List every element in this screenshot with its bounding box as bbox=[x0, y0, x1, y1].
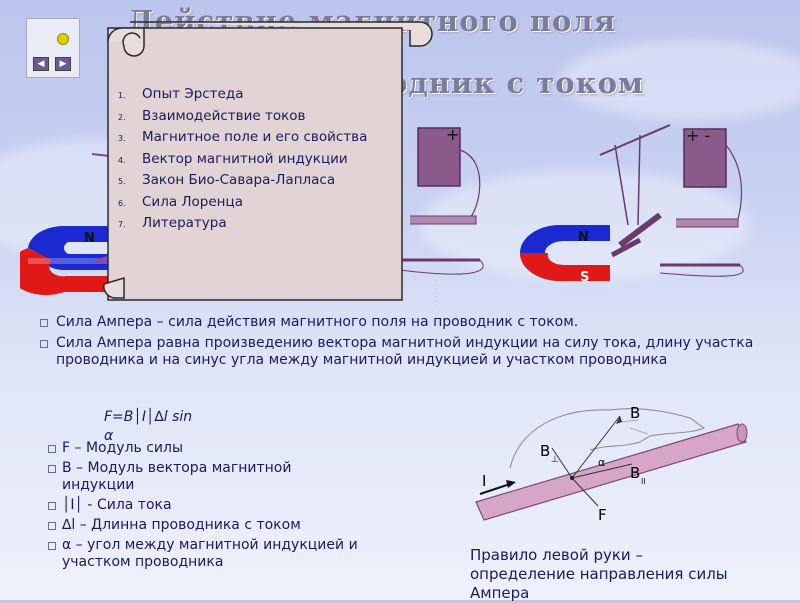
def-item: B – Модуль вектора магнитной индукции bbox=[48, 460, 362, 494]
bullet-definition: Сила Ампера – сила действия магнитного п… bbox=[40, 314, 786, 331]
menu-item-lorentz-force[interactable]: Сила Лоренца bbox=[118, 192, 243, 213]
triangle-left-icon[interactable]: ◀ bbox=[33, 57, 49, 71]
label-I: I bbox=[482, 472, 486, 490]
middle-apparatus-figure: + bbox=[399, 125, 484, 305]
label-B-perp: B bbox=[540, 442, 550, 460]
bullet-ampere-law: Сила Ампера равна произведению вектора м… bbox=[40, 335, 786, 369]
menu-item-magnetic-field[interactable]: Магнитное поле и его свойства bbox=[118, 128, 368, 149]
label-alpha: α bbox=[598, 456, 605, 469]
label-B: B bbox=[630, 404, 640, 422]
triangle-right-icon[interactable]: ▶ bbox=[55, 57, 71, 71]
label-B-parallel-sub: II bbox=[641, 477, 646, 486]
def-item: │I│ - Сила тока bbox=[48, 497, 402, 514]
plus-minus-sign-right: + - bbox=[686, 126, 710, 145]
label-B-parallel: B bbox=[630, 464, 640, 482]
magnet-south-half bbox=[20, 248, 120, 296]
label-B-perp-sub: ⊥ bbox=[551, 455, 559, 465]
right-apparatus-figure: N S + - bbox=[520, 124, 744, 285]
def-item: ∆l – Длинна проводника с током bbox=[48, 517, 402, 534]
home-dot-icon[interactable] bbox=[57, 33, 69, 45]
menu-item-oersted[interactable]: Опыт Эрстеда bbox=[118, 85, 244, 106]
right-magnet-s-label: S bbox=[580, 270, 589, 285]
def-item: α – угол между магнитной индукцией и уча… bbox=[48, 537, 362, 571]
topic-menu: Опыт Эрстеда Взаимодействие токов Магнит… bbox=[108, 84, 367, 235]
left-hand-rule-diagram: B B ⊥ B II α I F bbox=[475, 404, 748, 524]
menu-item-current-interaction[interactable]: Взаимодействие токов bbox=[118, 106, 306, 127]
definitions-list: F – Модуль силы B – Модуль вектора магни… bbox=[48, 440, 402, 571]
left-magnet-figure: N bbox=[20, 153, 128, 296]
navigation-panel: ◀ ▶ bbox=[26, 18, 80, 78]
left-hand-rule-caption: Правило левой руки – определение направл… bbox=[470, 546, 728, 602]
right-magnet-n-label: N bbox=[578, 230, 589, 245]
label-F: F bbox=[598, 506, 607, 524]
bg-swirl bbox=[560, 40, 800, 120]
ampere-formula: F=B│I│∆l sin α bbox=[104, 409, 193, 444]
plus-sign-left: + bbox=[446, 125, 459, 144]
menu-item-literature[interactable]: Литература bbox=[118, 214, 227, 235]
menu-item-induction-vector[interactable]: Вектор магнитной индукции bbox=[118, 149, 348, 170]
menu-item-biot-savart[interactable]: Закон Био-Савара-Лапласа bbox=[118, 171, 336, 192]
left-magnet-label: N bbox=[84, 231, 95, 246]
def-item: F – Модуль силы bbox=[48, 440, 402, 457]
